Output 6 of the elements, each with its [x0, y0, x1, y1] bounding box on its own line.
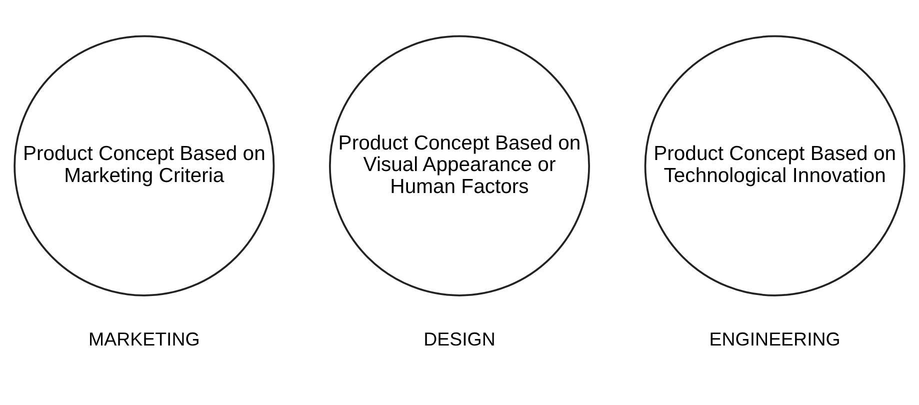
- node-label: DESIGN: [424, 328, 496, 350]
- node-circle: Product Concept Based on Visual Appearance or Human Factors: [329, 35, 590, 296]
- node-circle: Product Concept Based on Technological Innovation: [644, 35, 906, 296]
- node-label: ENGINEERING: [709, 328, 840, 350]
- node-label: MARKETING: [88, 328, 200, 350]
- node-circle: Product Concept Based on Marketing Criteria: [14, 35, 275, 296]
